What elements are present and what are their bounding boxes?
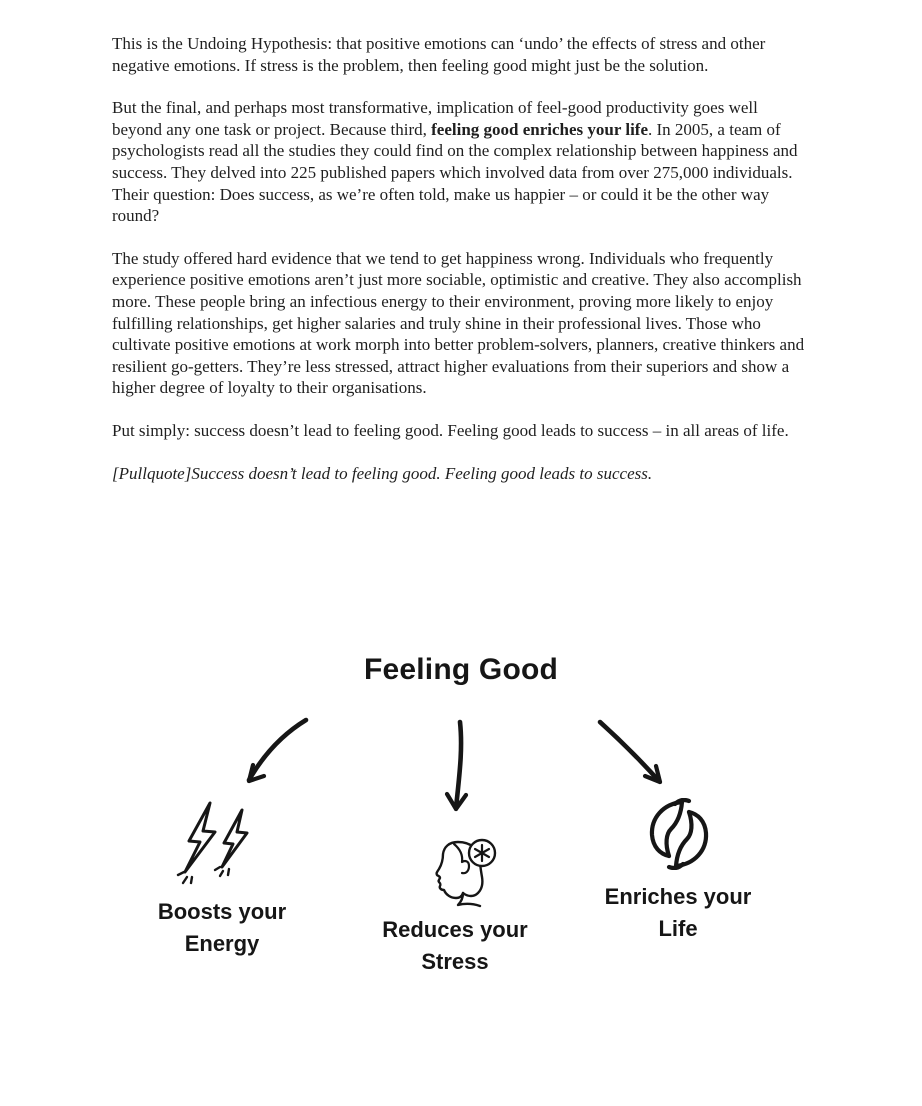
lightning-bolts-icon (176, 801, 249, 885)
leaf-shape (666, 809, 709, 870)
paragraph-text: . In 2005, a team of psychologists read … (112, 119, 798, 226)
pullquote: [Pullquote]Success doesn’t lead to feeli… (112, 463, 653, 483)
body-paragraph: But the final, and perhaps most transfor… (112, 97, 806, 227)
paragraph-text: But the final, and perhaps most transfor… (112, 98, 758, 139)
label-boosts-energy: Boosts your Energy (157, 899, 287, 956)
head-asterisk-icon (435, 838, 497, 908)
leaf-shape (649, 798, 692, 859)
label-reduces-stress: Reduces your Stress (382, 917, 528, 974)
body-paragraph: The study offered hard evidence that we … (112, 248, 805, 398)
bold-phrase: feeling good enriches your life (431, 119, 649, 139)
body-paragraph: Put simply: success doesn’t lead to feel… (112, 420, 789, 440)
body-text: This is the Undoing Hypothesis: that pos… (112, 33, 806, 505)
diagram-title: Feeling Good (363, 653, 559, 686)
arrow-to-energy-icon (246, 717, 309, 784)
label-enriches-life: Enriches your Life (604, 884, 752, 941)
arrow-to-stress-icon (444, 719, 469, 812)
body-paragraph: This is the Undoing Hypothesis: that pos… (112, 34, 766, 75)
leaf-cycle-icon (649, 798, 709, 870)
diagram-arrows (246, 717, 663, 812)
feeling-good-diagram: Feeling Good (0, 640, 922, 1020)
arrow-to-life-icon (597, 719, 663, 785)
